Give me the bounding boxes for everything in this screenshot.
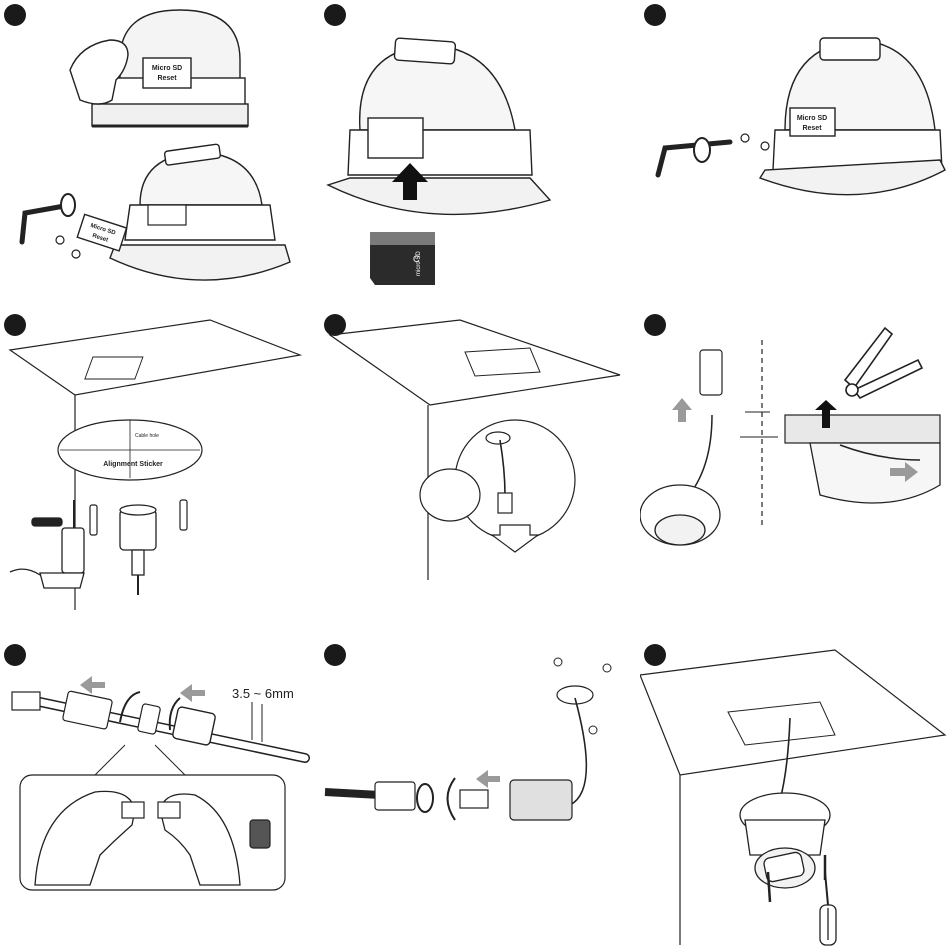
cable-hole	[557, 686, 593, 704]
cable-hole	[486, 432, 510, 444]
dome-camera-2	[328, 38, 550, 214]
step-panel-2: C micro SD	[320, 0, 630, 300]
illustration-connect-cable	[320, 640, 630, 950]
left-arrow-icon	[180, 684, 205, 702]
reset-label-1: Reset	[157, 75, 177, 82]
step-panel-4: Cable hole Alignment Sticker	[0, 310, 310, 620]
dome-camera-3	[760, 38, 945, 195]
camera-connector-icon	[375, 782, 415, 810]
wall-anchor-icon	[90, 505, 97, 535]
mount-opening	[465, 348, 540, 376]
reset-label-3: Reset	[802, 125, 822, 132]
step-panel-3: Micro SD Reset	[640, 0, 950, 300]
step-panel-5	[320, 310, 630, 620]
left-arrow-icon	[80, 676, 105, 694]
connector-housing-icon	[62, 691, 112, 730]
screw-hole-icon	[603, 664, 611, 672]
side-camera	[810, 443, 940, 503]
rubber-ring-icon	[694, 138, 710, 162]
rj45-plug-icon	[158, 802, 180, 818]
waterproof-cap-icon	[700, 350, 722, 395]
step-panel-6	[640, 310, 950, 620]
rj45-plug-icon	[12, 692, 40, 710]
mount-opening	[728, 702, 835, 745]
lock-nut-icon	[250, 820, 270, 848]
drill-icon	[10, 500, 84, 588]
step-panel-7: 3.5 ~ 6mm	[0, 640, 310, 950]
step-panel-9	[640, 640, 950, 950]
rubber-ring-icon	[61, 194, 75, 216]
strip-length-label: 3.5 ~ 6mm	[232, 686, 294, 701]
screw-hole-icon	[589, 726, 597, 734]
up-arrow-icon	[672, 398, 692, 422]
wall-anchor-icon	[180, 500, 187, 530]
dome-camera-9	[740, 793, 830, 888]
seal-ring-icon	[417, 784, 433, 812]
step-panel-1: Micro SD Reset Micro SD Reset	[0, 0, 310, 300]
illustration-drill-holes: Cable hole Alignment Sticker	[0, 310, 310, 620]
screw-icon	[741, 134, 749, 142]
rotate-arrow-icon	[448, 778, 456, 820]
removed-sd-cover: Micro SD Reset	[77, 214, 126, 250]
screwdriver-icon	[820, 872, 836, 945]
sd-slot-2	[368, 118, 423, 158]
mount-opening	[85, 357, 143, 379]
screw-hole-icon	[554, 658, 562, 666]
dome-camera-6	[640, 485, 720, 545]
illustration-insert-sd-card: C micro SD	[320, 0, 630, 300]
screw-icon	[56, 236, 64, 244]
connector-icon	[122, 802, 144, 818]
illustration-route-cable	[320, 310, 630, 620]
connector-housing-icon	[510, 780, 572, 820]
illustration-mount-camera	[640, 640, 950, 950]
sd-slot-opening	[148, 205, 186, 225]
cutting-pliers-icon	[845, 328, 922, 398]
ceiling-board	[785, 415, 940, 443]
dome-camera-1	[110, 144, 290, 280]
screw-icon	[761, 142, 769, 150]
sd-slot-label-3: Micro SD	[797, 115, 827, 122]
sticker-cable-hole-label: Cable hole	[135, 433, 159, 439]
illustration-sd-cover-removal: Micro SD Reset Micro SD Reset	[0, 0, 310, 300]
screw-icon	[72, 250, 80, 258]
sticker-title-label: Alignment Sticker	[103, 461, 163, 468]
hole-saw-icon	[120, 505, 156, 595]
left-arrow-icon	[476, 770, 500, 788]
ceiling-plane	[10, 320, 300, 395]
network-cable	[325, 792, 380, 795]
step-panel-8	[320, 640, 630, 950]
mini-callout	[420, 469, 480, 521]
lock-nut-icon	[172, 706, 216, 745]
rj45-plug-icon	[460, 790, 488, 808]
card-micro-sd-mark: micro SD	[416, 251, 422, 276]
illustration-reattach-cover: Micro SD Reset	[640, 0, 950, 300]
connector-icon	[498, 493, 512, 513]
illustration-waterproof-connector: 3.5 ~ 6mm	[0, 640, 310, 950]
illustration-side-cable-exit	[640, 310, 950, 620]
sd-cover-plate	[143, 58, 191, 88]
sd-slot-label-1: Micro SD	[152, 65, 182, 72]
